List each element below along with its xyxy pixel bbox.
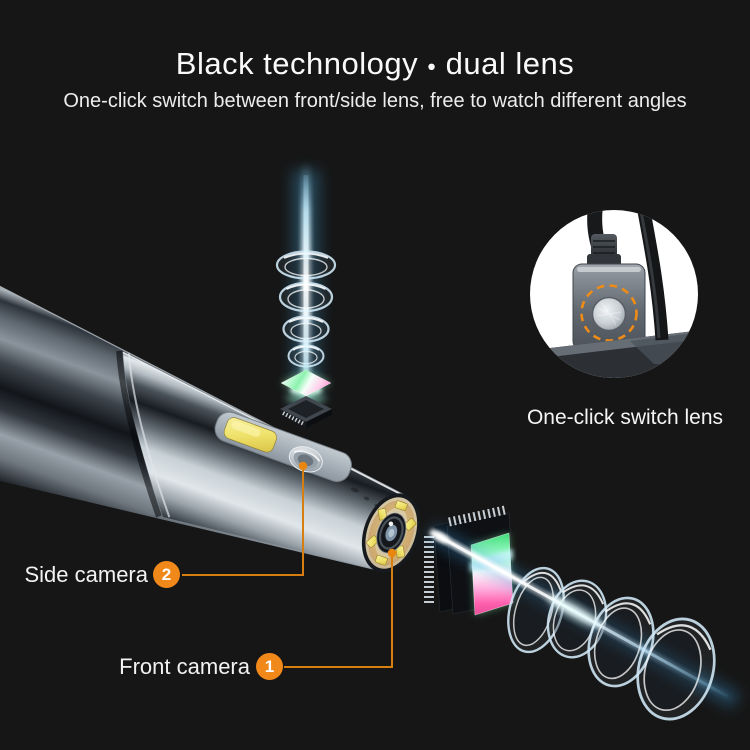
callout-dot: [387, 548, 397, 558]
front-camera-number-badge: 1: [256, 653, 283, 680]
iridescent-filter: [280, 369, 332, 397]
side-camera-number-badge: 2: [153, 561, 180, 588]
switch-button-inset: [530, 210, 698, 378]
page-subtitle: One-click switch between front/side lens…: [63, 90, 687, 112]
front-led-ring: [366, 500, 417, 566]
callout-front-camera: [284, 548, 397, 668]
callout-side-camera: [182, 461, 308, 576]
beam-overlays: [432, 531, 729, 698]
chip-pins: [282, 411, 305, 426]
title-bullet-icon: ●: [427, 59, 437, 75]
switch-button: [591, 296, 627, 332]
switch-device: [530, 210, 698, 378]
front-camera-label: Front camera: [119, 654, 250, 679]
lens-element: [636, 617, 716, 721]
front-camera-face: [361, 493, 421, 573]
inset-caption: One-click switch lens: [526, 406, 724, 429]
front-lens-stack: [507, 566, 716, 721]
front-lens: [376, 512, 407, 554]
dashed-highlight-circle: [580, 284, 638, 342]
page-title: Black technology ● dual lens: [0, 46, 750, 82]
endoscope-probe: [0, 248, 421, 573]
beam-core: [303, 175, 309, 400]
callout-dot: [298, 461, 308, 471]
side-camera-label: Side camera: [24, 562, 148, 587]
side-image-sensor: [280, 369, 332, 428]
title-prefix: Black technology: [175, 46, 419, 81]
probe-head-sleeve: [122, 352, 414, 570]
title-suffix: dual lens: [445, 46, 575, 81]
